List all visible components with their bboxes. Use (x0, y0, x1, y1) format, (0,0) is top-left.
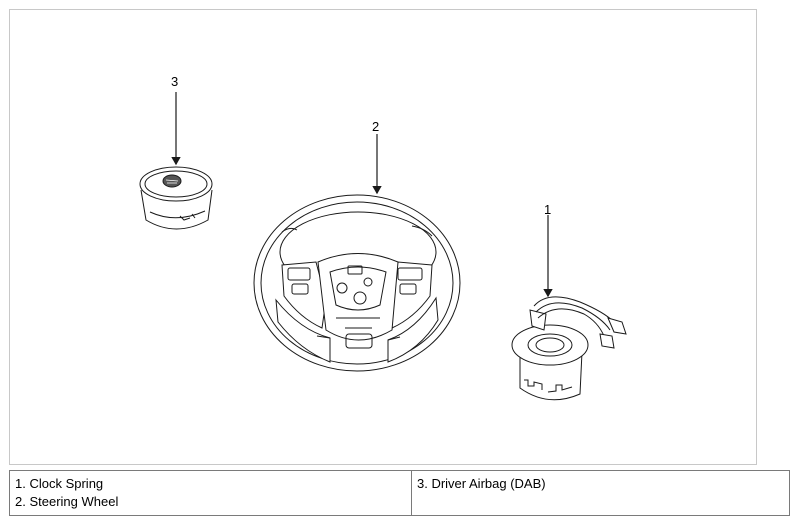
legend-cell-right: 3. Driver Airbag (DAB) (411, 470, 790, 516)
steering-wheel (253, 194, 461, 372)
parts-legend-table: 1. Clock Spring 2. Steering Wheel 3. Dri… (9, 470, 790, 516)
parts-diagram: 3 2 1 (139, 74, 627, 401)
clock-spring-callout: 1 (544, 202, 551, 217)
steering-wheel-callout: 2 (372, 119, 379, 134)
figure-frame (9, 9, 757, 465)
clock-spring (511, 296, 627, 401)
legend-item-clock-spring: 1. Clock Spring (15, 476, 104, 491)
airbag-callout: 3 (171, 74, 178, 89)
legend-row: 1. Clock Spring 2. Steering Wheel 3. Dri… (9, 470, 790, 516)
driver-airbag (139, 166, 213, 230)
legend-item-driver-airbag: 3. Driver Airbag (DAB) (417, 476, 546, 491)
legend-item-steering-wheel: 2. Steering Wheel (15, 494, 119, 509)
legend-cell-left: 1. Clock Spring 2. Steering Wheel (9, 470, 412, 516)
